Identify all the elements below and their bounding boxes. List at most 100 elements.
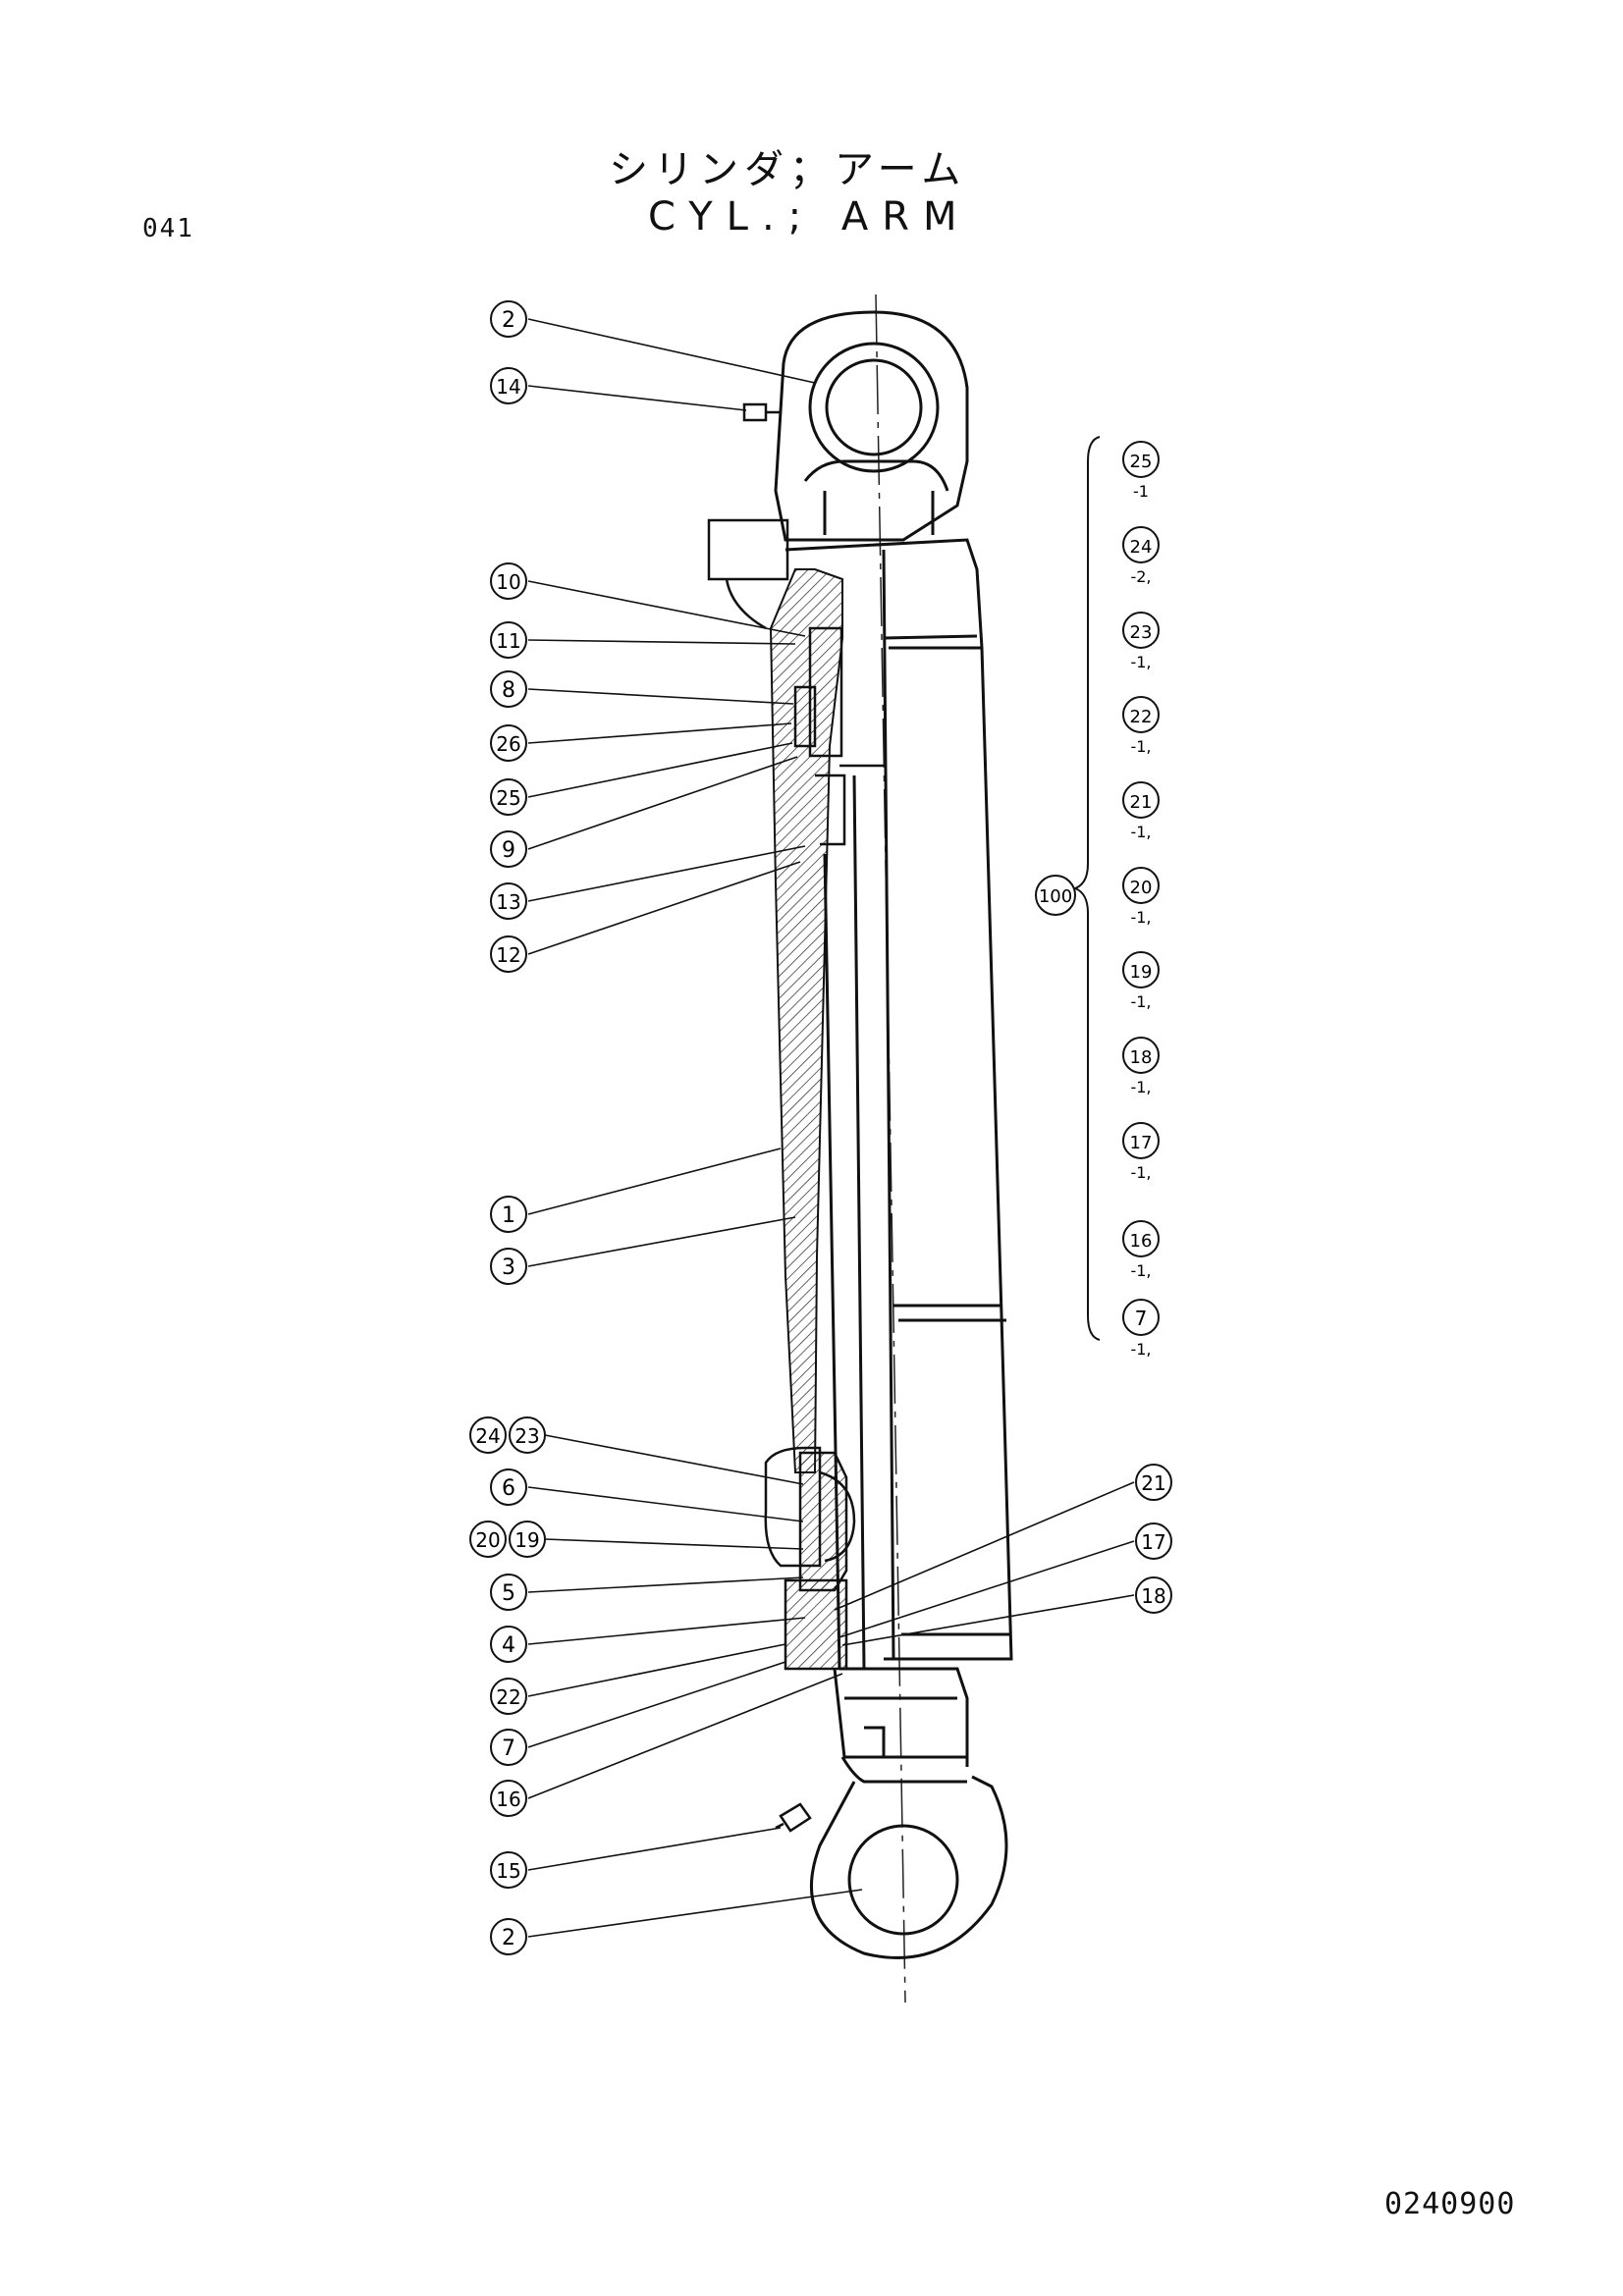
kit-item-17: 17 -1, xyxy=(1122,1122,1160,1182)
callout-21: 21 xyxy=(1135,1464,1172,1501)
svg-text:2: 2 xyxy=(502,308,515,333)
page-number: 041 xyxy=(142,214,194,243)
callout-18: 18 xyxy=(1135,1576,1172,1614)
svg-text:-1,: -1, xyxy=(1130,1078,1151,1096)
callout-1: 1 xyxy=(490,1196,527,1233)
callout-13: 13 xyxy=(490,882,527,920)
kit-item-23: 23 -1, xyxy=(1122,612,1160,671)
svg-text:13: 13 xyxy=(496,890,520,914)
svg-text:19: 19 xyxy=(514,1528,539,1552)
title-english: CYL.; ARM xyxy=(648,194,971,240)
title-japanese: シリンダ；アーム xyxy=(609,147,967,192)
svg-text:24: 24 xyxy=(1130,537,1153,558)
leader-lines xyxy=(527,318,1135,1938)
tube-wall-hatched xyxy=(769,568,843,1473)
svg-text:3: 3 xyxy=(502,1255,515,1280)
centerline xyxy=(875,294,906,2003)
callout-5: 5 xyxy=(490,1574,527,1611)
port-block xyxy=(707,518,789,630)
svg-text:19: 19 xyxy=(1130,962,1153,983)
svg-text:21: 21 xyxy=(1130,792,1153,813)
callout-100: 100 xyxy=(1035,875,1076,916)
svg-text:-1,: -1, xyxy=(1130,1163,1151,1182)
kit-item-16: 16-1, xyxy=(1122,1220,1160,1280)
callout-14: 14 xyxy=(490,367,527,404)
callout-23: 23 xyxy=(509,1416,546,1454)
grease-nipple-top xyxy=(742,402,781,422)
callout-19: 19 xyxy=(509,1521,546,1558)
svg-text:-1,: -1, xyxy=(1130,823,1151,841)
svg-text:-1,: -1, xyxy=(1130,908,1151,927)
kit-item-7: 7 -1, xyxy=(1122,1299,1160,1359)
svg-text:7: 7 xyxy=(1135,1307,1148,1330)
svg-text:16: 16 xyxy=(1130,1231,1153,1252)
grease-nipple-bottom xyxy=(775,1802,812,1833)
svg-text:18: 18 xyxy=(1130,1047,1153,1068)
callout-25: 25 xyxy=(490,778,527,816)
callout-16: 16 xyxy=(490,1780,527,1817)
svg-text:20: 20 xyxy=(475,1528,500,1552)
callout-7: 7 xyxy=(490,1729,527,1766)
svg-text:25: 25 xyxy=(496,786,520,810)
svg-text:17: 17 xyxy=(1141,1530,1165,1554)
svg-text:5: 5 xyxy=(502,1581,515,1606)
svg-text:22: 22 xyxy=(1130,707,1153,727)
svg-text:4: 4 xyxy=(502,1633,515,1658)
svg-text:1: 1 xyxy=(502,1203,515,1228)
svg-text:6: 6 xyxy=(502,1476,515,1501)
callout-2-bottom: 2 xyxy=(490,1918,527,1955)
callout-4: 4 xyxy=(490,1626,527,1663)
svg-text:100: 100 xyxy=(1039,886,1072,907)
svg-text:26: 26 xyxy=(496,732,520,756)
callout-9: 9 xyxy=(490,830,527,868)
svg-text:24: 24 xyxy=(475,1424,500,1448)
svg-text:-1,: -1, xyxy=(1130,653,1151,671)
svg-text:-1,: -1, xyxy=(1130,737,1151,756)
svg-text:15: 15 xyxy=(496,1859,520,1883)
svg-text:9: 9 xyxy=(502,838,515,863)
callout-6: 6 xyxy=(490,1468,527,1506)
callout-24: 24 xyxy=(469,1416,507,1454)
svg-text:7: 7 xyxy=(502,1736,515,1761)
svg-text:-1,: -1, xyxy=(1130,992,1151,1011)
svg-text:21: 21 xyxy=(1141,1471,1165,1495)
svg-text:-2,: -2, xyxy=(1130,567,1151,586)
kit-list: 7-1, 16-1, 17-1, 18-1, 19-1, 20-1, 21-1,… xyxy=(1122,441,1160,1359)
svg-text:-1,: -1, xyxy=(1130,1340,1151,1359)
kit-item-18: 18 -1, xyxy=(1122,1037,1160,1096)
kit-item-24: 24-2, xyxy=(1122,526,1160,586)
kit-item-25: 25 -1 xyxy=(1122,441,1160,501)
callout-15: 15 xyxy=(490,1851,527,1889)
svg-text:25: 25 xyxy=(1130,452,1153,472)
svg-text:10: 10 xyxy=(496,570,520,594)
cylinder-tube xyxy=(784,538,1013,1661)
callout-17: 17 xyxy=(1135,1522,1172,1560)
svg-text:22: 22 xyxy=(496,1685,520,1709)
piston xyxy=(764,1446,856,1671)
svg-text:2: 2 xyxy=(502,1926,515,1950)
callout-26: 26 xyxy=(490,724,527,762)
top-eye xyxy=(774,310,969,542)
kit-item-22: 22 -1, xyxy=(1122,696,1160,756)
bottom-eye xyxy=(809,1775,1008,1959)
svg-text:-1: -1 xyxy=(1133,482,1149,501)
svg-text:17: 17 xyxy=(1130,1133,1153,1153)
callout-8: 8 xyxy=(490,670,527,708)
document-code: 0240900 xyxy=(1384,2187,1516,2221)
svg-text:20: 20 xyxy=(1130,878,1153,898)
svg-text:8: 8 xyxy=(502,678,515,703)
kit-item-20: 20 -1, xyxy=(1122,867,1160,927)
kit-bracket xyxy=(1072,436,1101,1341)
callout-12: 12 xyxy=(490,935,527,973)
kit-item-19: 19-1, xyxy=(1122,951,1160,1011)
callout-11: 11 xyxy=(490,621,527,659)
callout-22: 22 xyxy=(490,1678,527,1715)
head-end xyxy=(833,1667,969,1784)
svg-text:11: 11 xyxy=(496,629,520,653)
svg-text:23: 23 xyxy=(1130,622,1153,643)
svg-text:-1,: -1, xyxy=(1130,1261,1151,1280)
callout-10: 10 xyxy=(490,562,527,600)
svg-text:23: 23 xyxy=(514,1424,539,1448)
svg-text:14: 14 xyxy=(496,375,520,399)
